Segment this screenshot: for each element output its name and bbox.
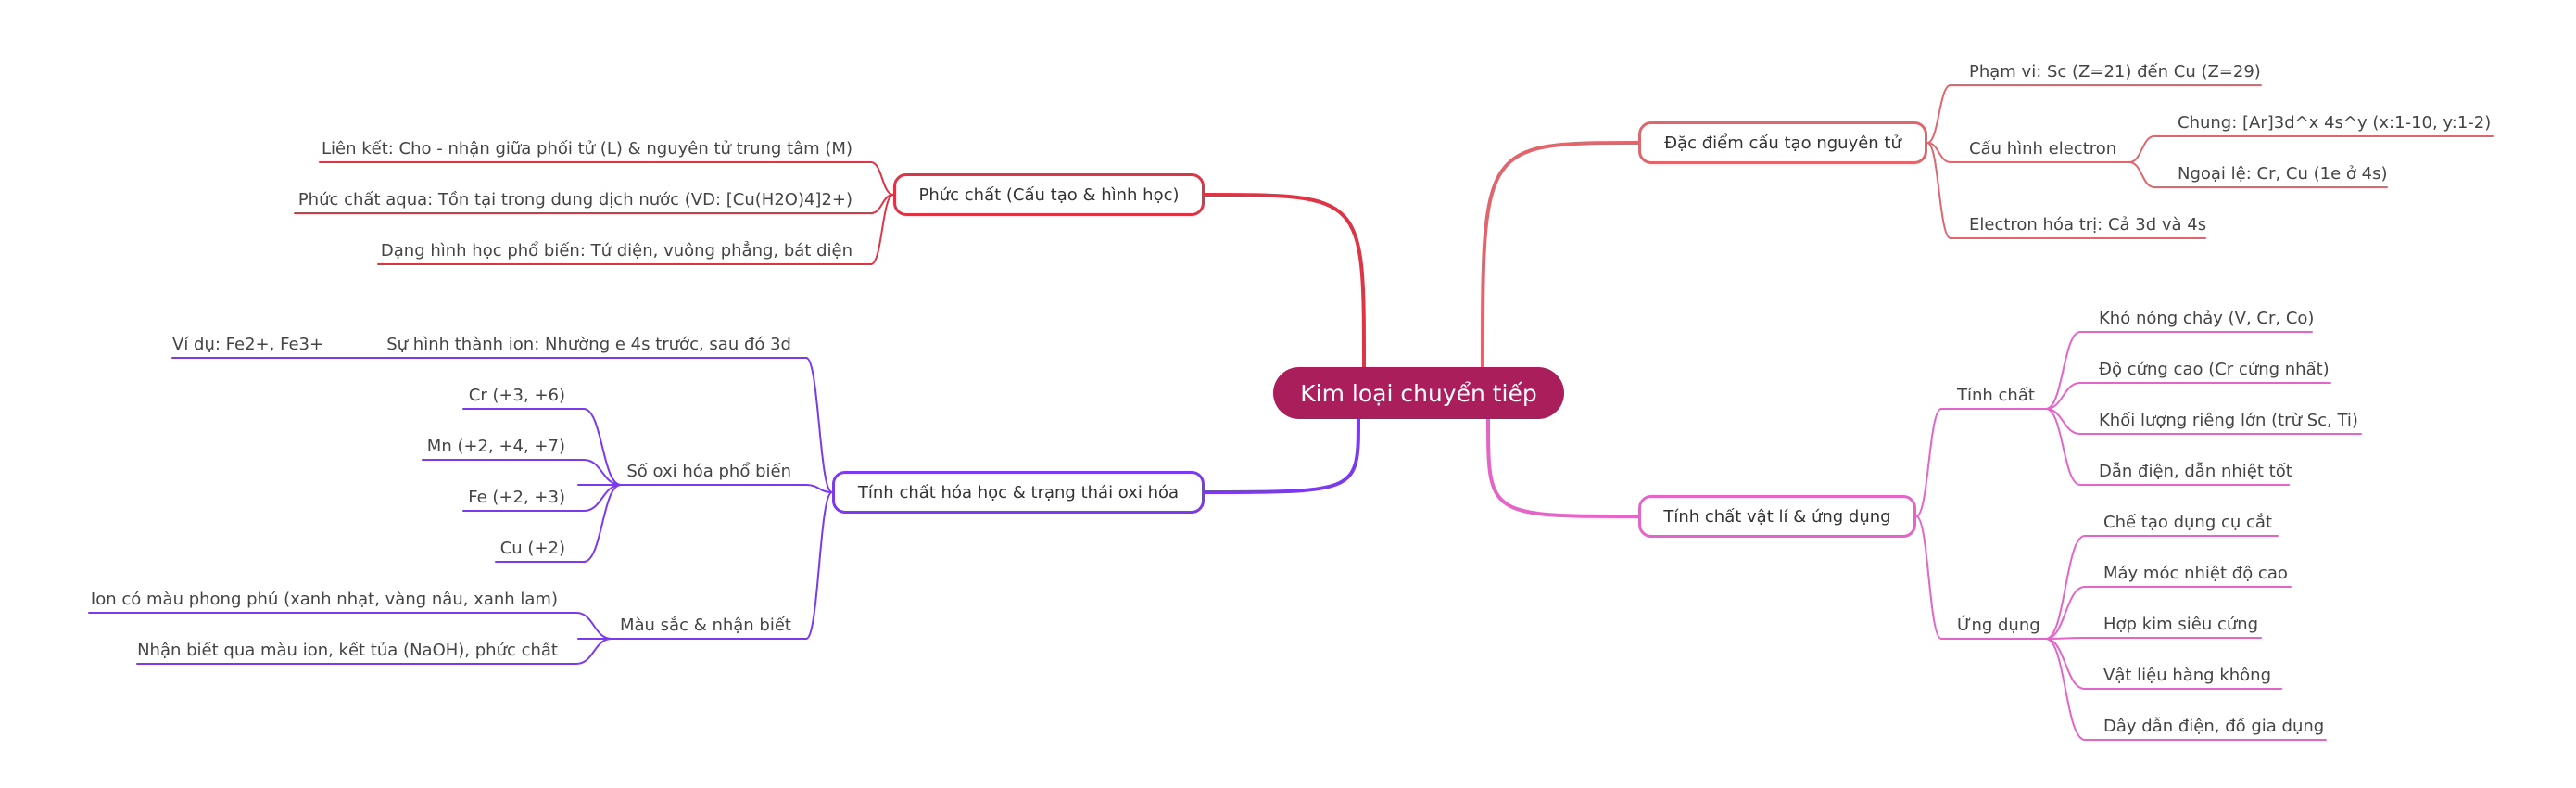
link-oxidation-item [583, 484, 622, 563]
link-structure-item [1926, 84, 1951, 144]
link-physical-uses [1915, 515, 1942, 640]
link-oxidation-item [583, 408, 622, 486]
link-physical-properties [1915, 408, 1942, 517]
complex-bond[interactable]: Liên kết: Cho - nhận giữa phối tử (L) & … [321, 139, 852, 159]
link-root-complex [1203, 193, 1366, 369]
link-use-item [2045, 535, 2086, 640]
oxidation-item[interactable]: Cr (+3, +6) [468, 386, 565, 405]
root-node[interactable]: Kim loại chuyển tiếp [1273, 367, 1564, 419]
oxidation-label[interactable]: Số oxi hóa phổ biến [626, 462, 791, 481]
config-exception[interactable]: Ngoại lệ: Cr, Cu (1e ở 4s) [2178, 164, 2388, 184]
physical-properties-label[interactable]: Tính chất [1957, 386, 2035, 405]
physical-uses-label[interactable]: Ứng dụng [1957, 616, 2040, 635]
config-general[interactable]: Chung: [Ar]3d^x 4s^y (x:1-10, y:1-2) [2178, 113, 2492, 133]
oxidation-item[interactable]: Fe (+2, +3) [468, 488, 565, 507]
link-property-item [2045, 382, 2081, 410]
use-item[interactable]: Dây dẫn điện, đồ gia dụng [2103, 717, 2325, 736]
property-item[interactable]: Khó nóng chảy (V, Cr, Co) [2099, 309, 2315, 328]
use-item[interactable]: Vật liệu hàng không [2103, 666, 2272, 685]
use-item[interactable]: Máy móc nhiệt độ cao [2103, 564, 2288, 583]
ion-formation[interactable]: Sự hình thành ion: Nhường e 4s trước, sa… [386, 335, 791, 354]
complex-geometry[interactable]: Dạng hình học phổ biến: Tứ diện, vuông p… [380, 241, 852, 261]
structure-valence[interactable]: Electron hóa trị: Cả 3d và 4s [1969, 215, 2207, 235]
structure-config[interactable]: Cấu hình electron [1969, 139, 2117, 159]
link-property-item [2045, 331, 2081, 410]
oxidation-item[interactable]: Cu (+2) [499, 539, 565, 558]
link-oxidation [805, 484, 833, 493]
link-use-item [2045, 637, 2086, 640]
structure-range[interactable]: Phạm vi: Sc (Z=21) đến Cu (Z=29) [1969, 62, 2261, 82]
link-color-item [575, 638, 612, 665]
color-item[interactable]: Ion có màu phong phú (xanh nhạt, vàng nâ… [90, 590, 558, 609]
oxidation-item[interactable]: Mn (+2, +4, +7) [426, 437, 565, 456]
branch-structure[interactable]: Đặc điểm cấu tạo nguyên tử [1638, 121, 1927, 164]
link-config-item [2128, 135, 2155, 163]
use-item[interactable]: Hợp kim siêu cứng [2103, 615, 2259, 634]
complex-aqua[interactable]: Phức chất aqua: Tồn tại trong dung dịch … [297, 190, 852, 210]
color-item[interactable]: Nhận biết qua màu ion, kết tủa (NaOH), p… [137, 641, 558, 660]
link-oxidation-item [583, 459, 622, 486]
link-config-item [2128, 161, 2155, 188]
link-use-item [2045, 638, 2086, 741]
link-root-structure [1481, 141, 1640, 369]
branch-chemical[interactable]: Tính chất hóa học & trạng thái oxi hóa [832, 471, 1205, 514]
link-color-item [575, 612, 612, 640]
link-structure-item [1926, 142, 1951, 239]
link-use-item [2045, 586, 2086, 640]
link-use-item [2045, 638, 2086, 690]
property-item[interactable]: Khối lượng riêng lớn (trừ Sc, Ti) [2099, 411, 2358, 430]
link-complex-item [870, 161, 894, 196]
branch-physical[interactable]: Tính chất vật lí & ứng dụng [1638, 495, 1916, 538]
use-item[interactable]: Chế tạo dụng cụ cắt [2103, 513, 2272, 532]
property-item[interactable]: Dẫn điện, dẫn nhiệt tốt [2099, 462, 2292, 481]
branch-complex[interactable]: Phức chất (Cấu tạo & hình học) [893, 173, 1205, 216]
link-root-chemical [1203, 417, 1360, 494]
ion-example[interactable]: Ví dụ: Fe2+, Fe3+ [172, 335, 324, 354]
link-property-item [2045, 408, 2081, 486]
link-complex-item [870, 194, 894, 265]
property-item[interactable]: Độ cứng cao (Cr cứng nhất) [2099, 360, 2330, 379]
link-ion-formation [805, 357, 833, 493]
link-root-physical [1486, 417, 1640, 518]
color-label[interactable]: Màu sắc & nhận biết [619, 616, 791, 635]
link-color [805, 491, 833, 640]
